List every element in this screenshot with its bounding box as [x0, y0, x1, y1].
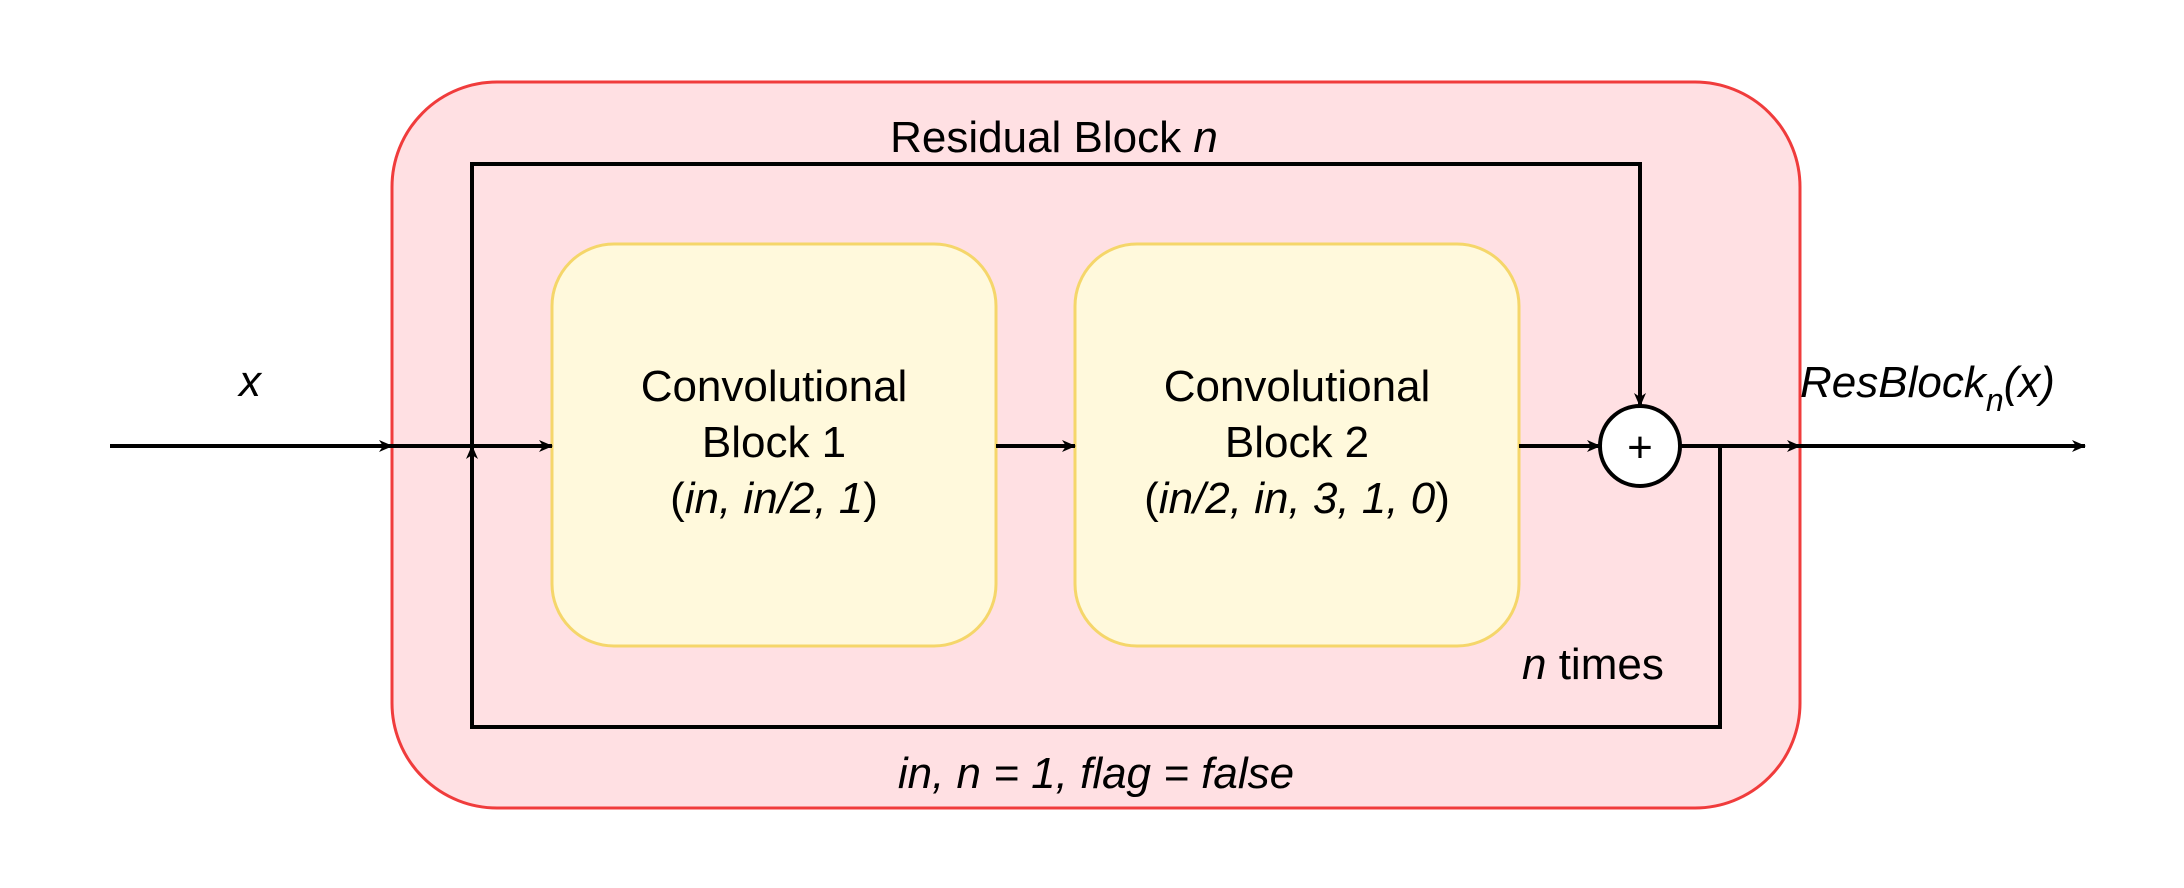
conv1-params-close: ): [863, 474, 878, 523]
loop-count-var: n: [1522, 640, 1546, 689]
outer-block-params: in, n = 1, flag = false: [898, 749, 1294, 798]
conv1-params: (in, in/2, 1): [670, 474, 878, 523]
input-label: x: [237, 357, 263, 406]
conv1-params-args: in, in/2, 1: [685, 474, 864, 523]
conv2-params-close: ): [1435, 474, 1450, 523]
output-label-arg: (x): [2004, 358, 2055, 407]
output-label-base: ResBlock: [1800, 358, 1988, 407]
output-label: ResBlockn(x): [1800, 358, 2055, 418]
conv1-params-open: (: [670, 474, 685, 523]
conv2-params-args: in/2, in, 3, 1, 0: [1159, 474, 1436, 523]
adder-node: [1598, 404, 1682, 488]
conv2-params: (in/2, in, 3, 1, 0): [1144, 474, 1450, 523]
outer-block-title-prefix: Residual Block: [890, 113, 1193, 162]
adder-symbol: +: [1627, 423, 1653, 472]
loop-count-suffix: times: [1546, 640, 1663, 689]
conv2-line1: Convolutional: [1164, 362, 1431, 411]
conv1-line2: Block 1: [702, 418, 846, 467]
conv2-params-open: (: [1144, 474, 1159, 523]
outer-block-title-var: n: [1193, 113, 1217, 162]
repeat-loop-arrow: [466, 445, 1722, 729]
conv2-line2: Block 2: [1225, 418, 1369, 467]
loop-count-label: n times: [1522, 640, 1664, 689]
outer-block-title: Residual Block n: [890, 113, 1218, 162]
skip-connection-arrow: [470, 162, 1646, 446]
conv1-line1: Convolutional: [641, 362, 908, 411]
output-label-subscript: n: [1986, 382, 2004, 418]
